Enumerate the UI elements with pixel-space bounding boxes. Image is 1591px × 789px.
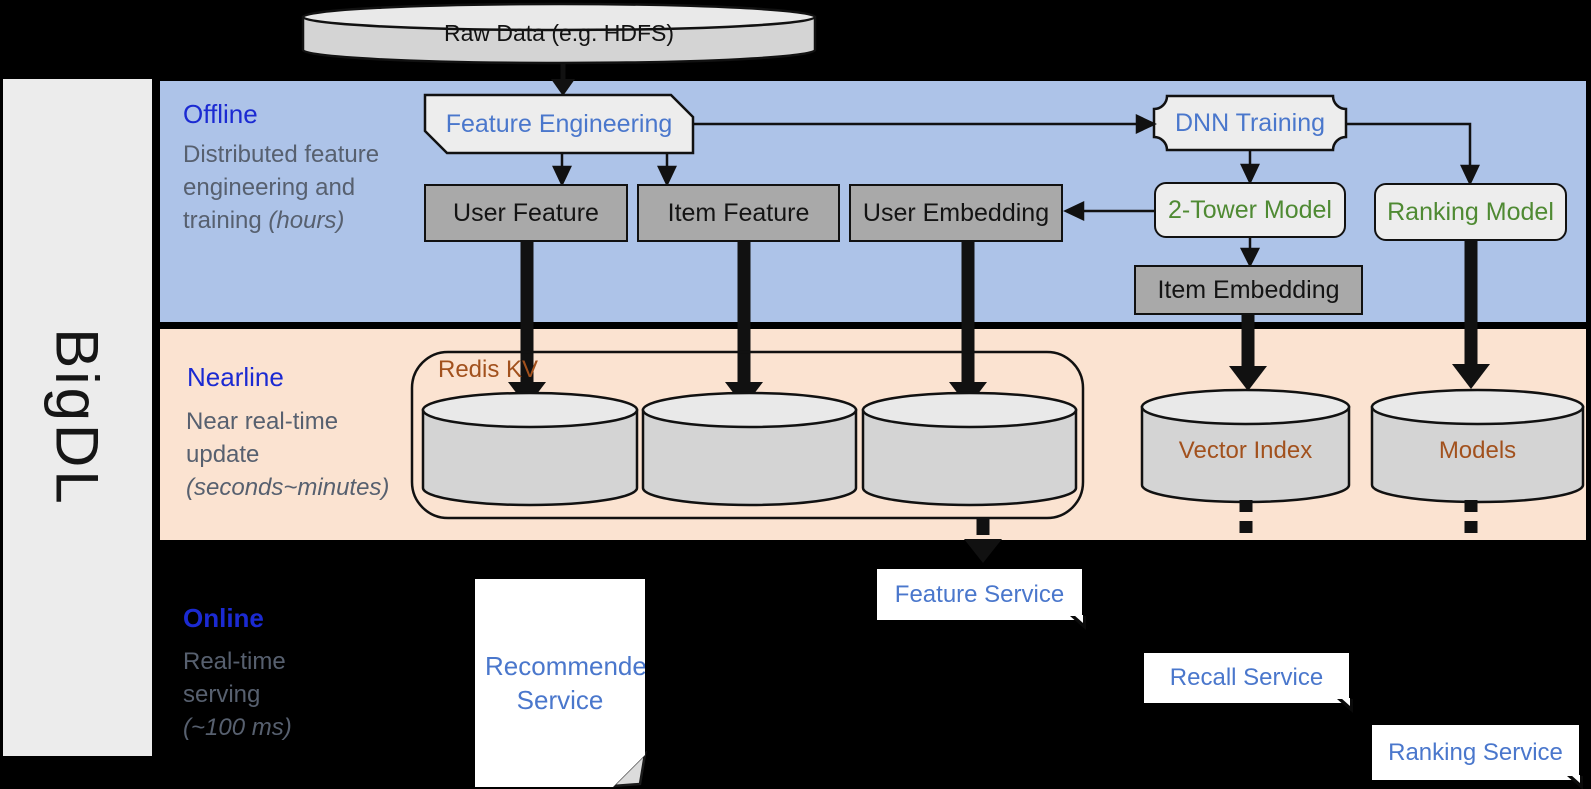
nearline-desc-text: Near real-time update <box>186 408 339 468</box>
offline-description: Distributed feature engineering and trai… <box>183 138 383 237</box>
recommender-service-node: Recommender Service <box>475 579 645 787</box>
bigdl-logo-text: BigDL <box>44 328 112 507</box>
redis-kv-label: Redis KV <box>438 356 539 383</box>
raw-data-label: Raw Data (e.g. HDFS) <box>443 19 675 46</box>
online-title: Online <box>183 603 264 633</box>
ranking-model-node: Ranking Model <box>1374 183 1567 241</box>
page-curl-highlight-icon <box>1571 775 1580 783</box>
recommender-service-label: Recommender Service <box>485 651 656 715</box>
bigdl-sidebar: BigDL <box>3 79 152 756</box>
page-curl-highlight-icon <box>1074 615 1083 623</box>
ranking-service-node: Ranking Service <box>1372 725 1583 789</box>
user-feature-node: User Feature <box>424 184 628 242</box>
dnn-training-node: DNN Training <box>1174 108 1326 137</box>
feature-service-label: Feature Service <box>894 580 1065 608</box>
page-curl-highlight-icon <box>1341 698 1350 706</box>
nearline-desc-italic: (seconds~minutes) <box>186 474 390 501</box>
two-tower-model-node: 2-Tower Model <box>1154 182 1346 238</box>
offline-desc-italic: (hours) <box>268 207 345 234</box>
online-description: Real-time serving (~100 ms) <box>183 645 323 744</box>
models-label: Models <box>1438 437 1517 464</box>
offline-title: Offline <box>183 99 258 129</box>
nearline-description: Near real-time update (seconds~minutes) <box>186 405 401 504</box>
user-embedding-node: User Embedding <box>849 184 1063 242</box>
vector-index-label: Vector Index <box>1178 437 1313 464</box>
recall-service-node: Recall Service <box>1144 653 1353 713</box>
offline-desc-text: Distributed feature engineering and trai… <box>183 141 380 234</box>
nearline-title: Nearline <box>187 362 284 392</box>
feature-service-node: Feature Service <box>877 569 1086 630</box>
ranking-service-label: Ranking Service <box>1388 738 1563 766</box>
feature-engineering-node: Feature Engineering <box>445 109 673 138</box>
item-feature-node: Item Feature <box>637 184 840 242</box>
item-embedding-node: Item Embedding <box>1134 265 1363 315</box>
online-desc-italic: (~100 ms) <box>183 714 292 741</box>
recall-service-label: Recall Service <box>1169 664 1324 691</box>
online-desc-text: Real-time serving <box>183 648 286 708</box>
